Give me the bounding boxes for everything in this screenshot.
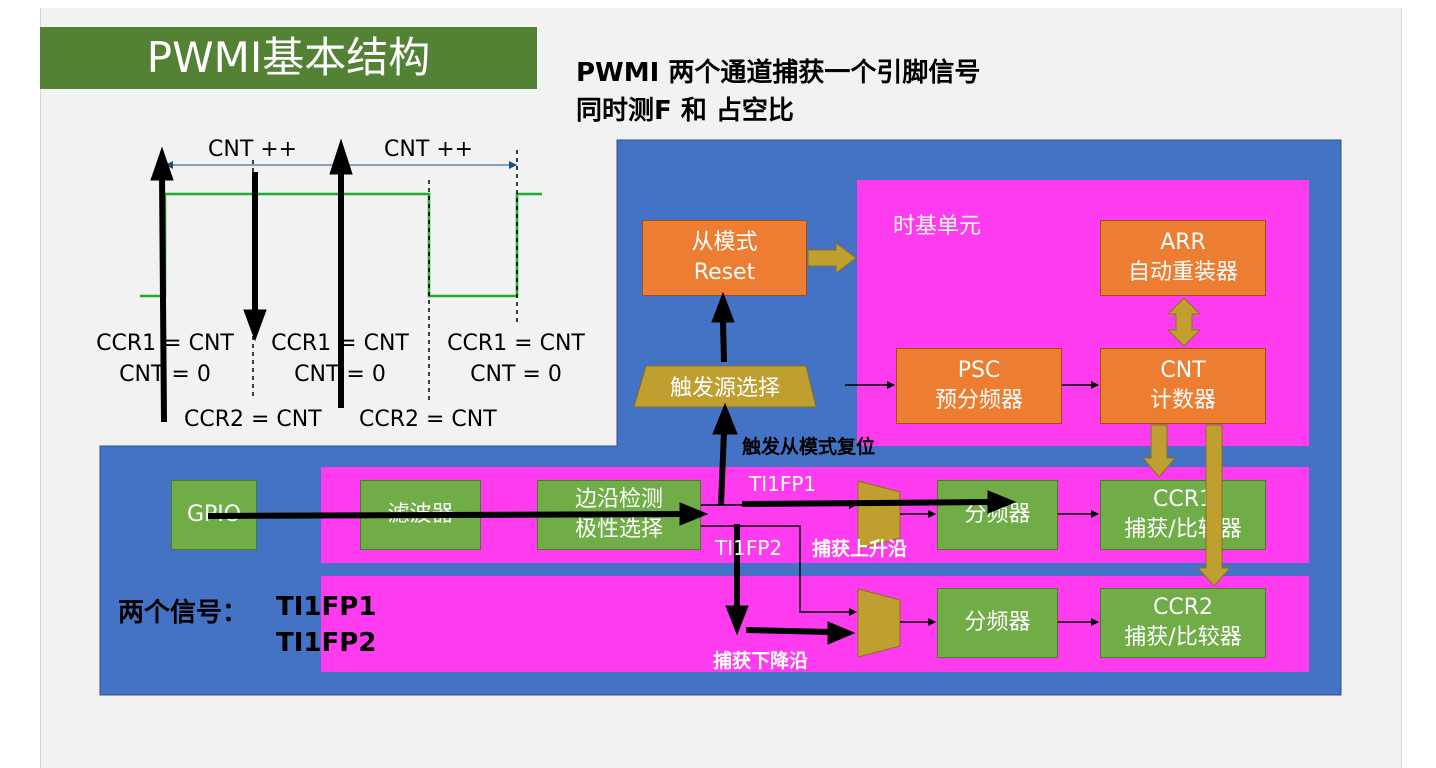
capture-rising-label: 捕获上升沿 [812,538,908,560]
ccr2-label-2: CCR2 = CNT [359,407,497,432]
cnt-label: CNT [1160,358,1206,383]
psc-desc: 预分频器 [934,388,1023,413]
mux1-shape [857,480,901,550]
ccr2-label-1: CCR2 = CNT [184,407,322,432]
cnt-to-ccr1-arrow [1141,424,1177,478]
cnt-increment-label-2: CNT ++ [384,137,474,162]
ccr2-desc: 捕获/比较器 [1124,625,1242,650]
slave-mode-label: 从模式 [691,230,758,255]
trigger-select-shape [633,365,817,408]
cnt-to-ccr2-arrow [1196,424,1232,587]
arr-desc: 自动重装器 [1127,260,1238,285]
slave-mode-reset-label: Reset [693,260,756,285]
cnt-increment-label-1: CNT ++ [208,137,298,162]
trigger-select-label: 触发源选择 [669,376,780,401]
ccr1-label-3: CCR1 = CNT [447,331,585,356]
ccr2-block: CCR2 捕获/比较器 [1100,588,1266,658]
slave-mode-reset-block: 从模式 Reset [642,220,807,296]
ti1fp2-to-mux2-line [701,525,857,616]
divider2-label: 分频器 [964,610,1031,635]
trigger-reset-label: 触发从模式复位 [742,436,876,458]
arr-block: ARR 自动重装器 [1100,220,1266,296]
signal2-label: TI1FP2 [276,628,377,658]
signal1-label: TI1FP1 [276,592,377,622]
time-base-unit-label: 时基单元 [893,214,982,239]
slave-to-timebase-arrow [807,242,857,274]
ccr2-label: CCR2 [1152,595,1213,620]
divider2-block: 分频器 [937,588,1058,658]
cnt-block: CNT 计数器 [1100,348,1266,424]
thick-arrows [150,138,1017,645]
two-signals-label: 两个信号： [118,598,249,628]
cnt-desc: 计数器 [1149,388,1216,413]
page-title: PWMI基本结构 [40,27,537,89]
edge-detect-label: 边沿检测 [574,487,663,512]
heading-line2: 同时测F 和 占空比 [576,96,794,126]
ti1fp1-label: TI1FP1 [749,472,817,496]
psc-block: PSC 预分频器 [896,348,1062,424]
divider1-block: 分频器 [937,480,1058,550]
mux2-shape [857,588,901,658]
ti1fp2-label: TI1FP2 [715,536,783,560]
psc-label: PSC [957,358,1001,383]
heading-line1: PWMI 两个通道捕获一个引脚信号 [576,58,981,88]
ccr1-label: CCR1 [1152,487,1213,512]
arr-cnt-double-arrow [1166,297,1202,347]
arr-label: ARR [1160,230,1206,255]
polarity-select-label: 极性选择 [574,517,663,542]
cnt-zero-label-3: CNT = 0 [470,362,562,387]
capture-falling-label: 捕获下降沿 [713,650,809,672]
